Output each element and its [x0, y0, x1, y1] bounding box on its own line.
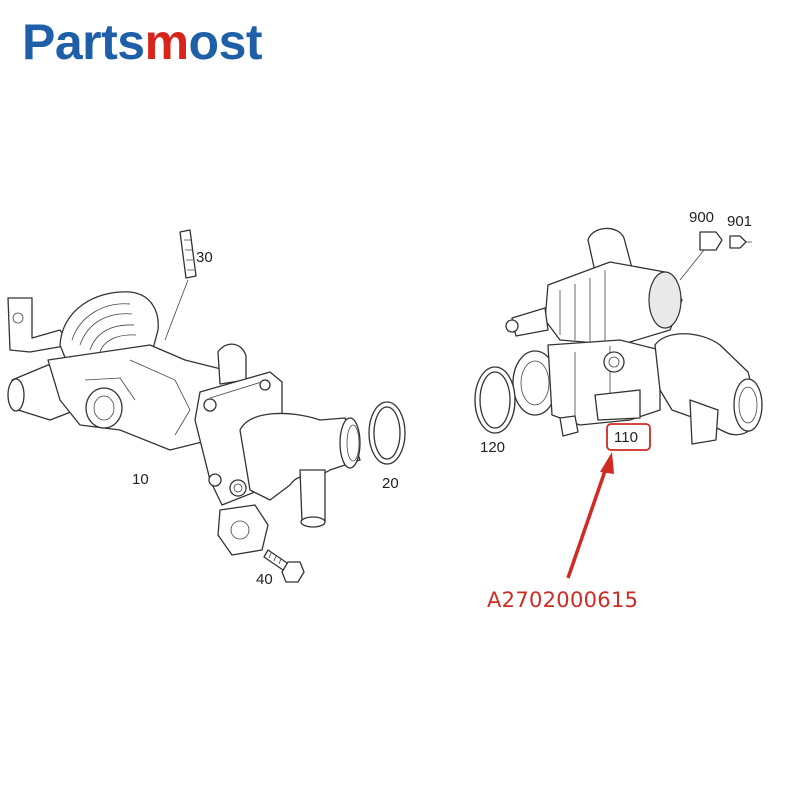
brand-logo: Partsmost: [22, 12, 263, 72]
callout-900: 900: [689, 209, 714, 226]
highlight-box: [606, 423, 651, 451]
logo-text-part3: ost: [188, 14, 263, 70]
water-pump-assembly: [7, 291, 361, 556]
o-ring-part-20: [368, 401, 406, 465]
callout-110: 110: [614, 429, 638, 446]
logo-text-part1: Parts: [22, 14, 145, 70]
pointer-arrow-head: [600, 452, 614, 474]
logo-text-part2: m: [144, 14, 189, 70]
callout-40: 40: [256, 571, 273, 588]
pointer-arrow-shaft: [566, 467, 608, 579]
callout-30: 30: [196, 249, 213, 266]
bolt-part-40: [263, 549, 305, 583]
callout-20: 20: [382, 475, 399, 492]
thermostat-housing-assembly: [505, 227, 763, 445]
part-number-label: A2702000615: [487, 588, 639, 612]
callout-901: 901: [727, 213, 752, 230]
gasket-part-30: [164, 229, 197, 341]
callout-120: 120: [480, 439, 505, 456]
callout-10: 10: [132, 471, 149, 488]
o-ring-part-120: [474, 366, 516, 434]
